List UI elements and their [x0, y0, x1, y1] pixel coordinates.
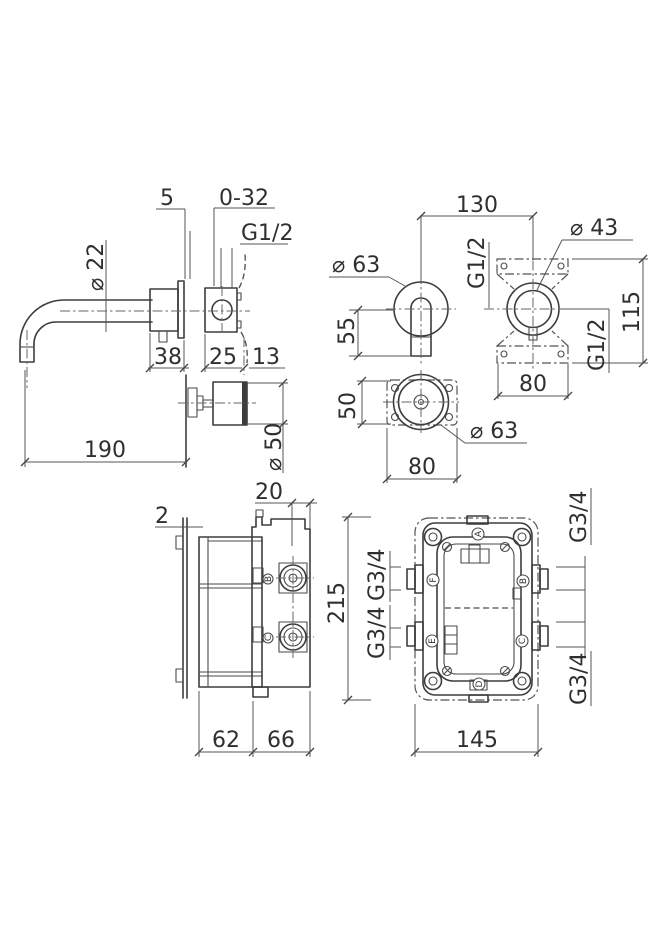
port-label-right-top: B	[519, 578, 529, 584]
dim-bracket-height: 115	[620, 291, 645, 333]
dim-body-depth: 38	[154, 345, 182, 370]
port-label-bottom: D	[475, 680, 485, 687]
port-label-side-bottom: C	[264, 635, 274, 641]
dim-top-thread: G1/2	[465, 237, 490, 289]
port-label-left-top: F	[429, 577, 439, 582]
dim-bottom-thread: G1/2	[585, 319, 610, 371]
port-label-left-bottom: E	[428, 638, 438, 644]
dim-box-height: 215	[325, 582, 350, 624]
dim-plate-height: 50	[336, 392, 361, 420]
port-label-right-bottom: C	[518, 638, 528, 644]
dim-spout-drop: 55	[335, 317, 360, 345]
dim-box-width: 145	[456, 728, 498, 753]
faucet-side-view: 5 0-32 G1/2 ⌀ 22 38 25 13 190	[19, 186, 293, 467]
dim-handle-front-diameter: ⌀ 43	[570, 216, 618, 241]
dim-spout-projection: 190	[84, 438, 126, 463]
port-label-side-top: B	[264, 576, 274, 582]
dim-handle-diameter: ⌀ 50	[262, 423, 287, 471]
thread-right-top: G3/4	[567, 491, 592, 543]
dim-plate-width: 80	[408, 455, 436, 480]
dimension-ticks	[20, 211, 648, 757]
dim-center-distance: 130	[456, 193, 498, 218]
dim-plate-thickness: 2	[155, 504, 169, 529]
handle-side-view: ⌀ 50	[178, 374, 288, 473]
dim-valve-rear: 13	[252, 345, 280, 370]
dim-tile-range: 0-32	[219, 186, 269, 211]
dim-plate-escutcheon-diameter: ⌀ 63	[470, 419, 518, 444]
dim-flange-thickness: 5	[160, 186, 174, 211]
faucet-front-view: 130 ⌀ 43 ⌀ 63 G1/2 G1/2 115 80 55 50 80 …	[329, 193, 648, 483]
dim-lip-depth: 20	[255, 480, 283, 505]
dim-bracket-width: 80	[519, 372, 547, 397]
dim-front-depth: 66	[267, 728, 295, 753]
dim-spout-escutcheon-diameter: ⌀ 63	[332, 253, 380, 278]
thread-right-bottom: G3/4	[567, 653, 592, 705]
dim-rear-depth: 62	[212, 728, 240, 753]
dim-spout-diameter: ⌀ 22	[84, 243, 109, 291]
thread-left-top: G3/4	[365, 549, 390, 601]
rough-in-front-view: A F B E C D G3/4 G3/4 G3/4 G3/4 145	[365, 488, 592, 757]
thread-left-bottom: G3/4	[365, 607, 390, 659]
rough-in-side-view: B C 2 20 215 62 66	[155, 480, 371, 757]
dim-valve-front: 25	[209, 345, 237, 370]
port-label-top: A	[474, 530, 484, 537]
dim-inlet-thread: G1/2	[241, 221, 293, 246]
